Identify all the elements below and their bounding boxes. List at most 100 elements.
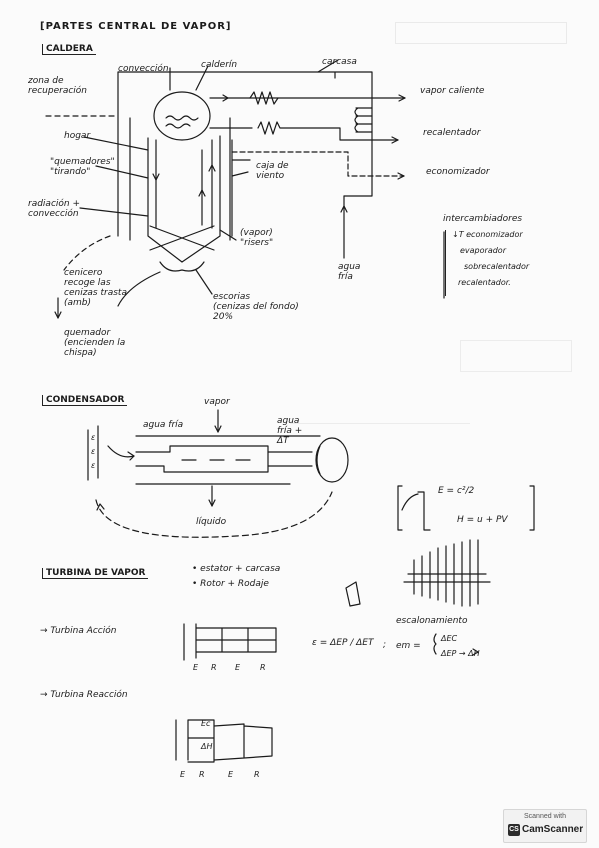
- equation-separator: ;: [383, 640, 387, 650]
- label-recalentador: recalentador: [423, 128, 481, 138]
- arrow: [54, 311, 62, 319]
- label-cenicero: cenicero recoge las cenizas trasta (amb): [64, 268, 127, 308]
- stage-label: E: [235, 663, 241, 672]
- camscanner-logo-icon: CS: [508, 824, 520, 836]
- pointer: [219, 229, 237, 241]
- drum-water-wave: [165, 115, 199, 121]
- intercambiador-item: ↓T economizador: [452, 230, 523, 239]
- stage-label: E: [193, 663, 199, 672]
- label-zona-recuperacion: zona de recuperación: [28, 76, 88, 96]
- arrow: [96, 503, 105, 511]
- stage-label: R: [254, 770, 260, 779]
- label-calderin: calderín: [201, 60, 238, 70]
- stage-label: E: [180, 770, 186, 779]
- return-dashed: [95, 491, 333, 538]
- label-caja-viento: caja de viento: [256, 161, 289, 181]
- equation-em-line2: ΔEP → ΔH: [441, 649, 480, 658]
- agua-fria-in: [107, 445, 135, 458]
- blade: [413, 539, 479, 607]
- superheater-coil: [249, 91, 279, 105]
- condensador-tubes: [135, 445, 269, 473]
- condensador-shell: [135, 435, 321, 485]
- turbina-bullet: • Rotor + Rodaje: [192, 579, 269, 589]
- arrow: [208, 499, 216, 507]
- label-vapor-condensador: vapor: [204, 397, 230, 407]
- label-carcasa: carcasa: [322, 57, 357, 67]
- arrow: [340, 205, 348, 213]
- arrow: [222, 94, 229, 102]
- equation-epsilon: ε = ΔEP / ΔET: [312, 638, 374, 648]
- turbina-heading: TURBINA DE VAPOR: [42, 568, 149, 579]
- label-quemador: quemador (encienden la chispa): [64, 328, 126, 358]
- em-brace: [433, 633, 437, 655]
- recalentador-coil: [354, 107, 373, 133]
- riser-arrow: [152, 164, 216, 197]
- boiler-furnace: [147, 135, 221, 263]
- condensador-mark: ε: [91, 433, 96, 442]
- cenicero-dashed: [63, 235, 111, 271]
- label-agua-fria-dt: agua fría + ΔT: [277, 416, 303, 446]
- reaccion-inner-bottom: ΔH: [201, 742, 213, 751]
- label-escorias: escorias (cenizas del fondo) 20%: [213, 292, 299, 322]
- boiler-casing: [117, 71, 373, 237]
- pointer: [79, 207, 149, 217]
- drum-water-wave: [165, 123, 191, 129]
- arrow: [398, 94, 406, 102]
- label-agua-fria-condensador: agua fría: [143, 420, 184, 430]
- pointer: [83, 136, 149, 151]
- scanned-with-text: Scanned with: [523, 813, 567, 820]
- label-conveccion: convección: [118, 64, 169, 74]
- intercambiadores-list: ↓T economizador evaporador sobrecalentad…: [445, 230, 529, 296]
- arrow: [127, 451, 135, 461]
- economizer-line: [231, 151, 405, 177]
- arrow: [397, 172, 405, 180]
- arrow: [391, 136, 399, 144]
- condensador-outline-left: [87, 425, 99, 481]
- condensador-mark: ε: [91, 447, 96, 456]
- drum-inner: [316, 445, 321, 475]
- calderin-drum: [153, 91, 211, 141]
- reheater-coil: [257, 121, 399, 141]
- caldera-heading: CALDERA: [42, 44, 96, 55]
- formula-brace: [417, 491, 431, 531]
- label-vapor-caliente: vapor caliente: [420, 86, 485, 96]
- camscanner-badge: Scanned with CS CamScanner: [503, 809, 587, 843]
- condensador-drum: [315, 437, 349, 483]
- arrow: [401, 493, 419, 511]
- arrow: [214, 425, 222, 433]
- reaccion-frame: [175, 719, 273, 763]
- bleed-through-ghost: [290, 395, 470, 424]
- outlet-line: [267, 451, 313, 467]
- camscanner-name: CamScanner: [522, 824, 584, 835]
- accion-frame: [183, 623, 277, 661]
- caja-viento: [231, 139, 251, 237]
- pointer: [95, 165, 149, 179]
- pointer: [195, 269, 213, 295]
- label-escalonamiento: escalonamiento: [396, 616, 468, 626]
- intercambiador-item: recalentador.: [458, 278, 511, 287]
- label-agua-fria-caldera: agua fría: [338, 262, 361, 282]
- formula-energia: E = c²/2: [438, 486, 475, 496]
- ash-hopper: [159, 261, 205, 272]
- stage-label: R: [199, 770, 205, 779]
- intercambiador-item: evaporador: [460, 246, 506, 255]
- arrow: [472, 648, 479, 656]
- label-liquido: líquido: [196, 517, 227, 527]
- turbina-accion-label: → Turbina Acción: [40, 626, 117, 636]
- label-hogar: hogar: [64, 131, 91, 141]
- condensador-mark: ε: [91, 461, 96, 470]
- page-title: [PARTES CENTRAL DE VAPOR]: [40, 21, 232, 32]
- intercambiador-item: sobrecalentador: [464, 262, 530, 271]
- stage-label: E: [228, 770, 234, 779]
- furnace-cross: [149, 225, 215, 251]
- intercambiadores-heading: intercambiadores: [443, 214, 523, 224]
- pointer: [231, 171, 249, 177]
- equation-em-line1: ΔEC: [441, 634, 458, 643]
- bleed-through-ghost: [460, 340, 572, 372]
- pointer: [195, 65, 209, 91]
- rotor-shape: [345, 581, 361, 607]
- turbina-bullet: • estator + carcasa: [192, 564, 281, 574]
- equation-em: em =: [396, 641, 421, 651]
